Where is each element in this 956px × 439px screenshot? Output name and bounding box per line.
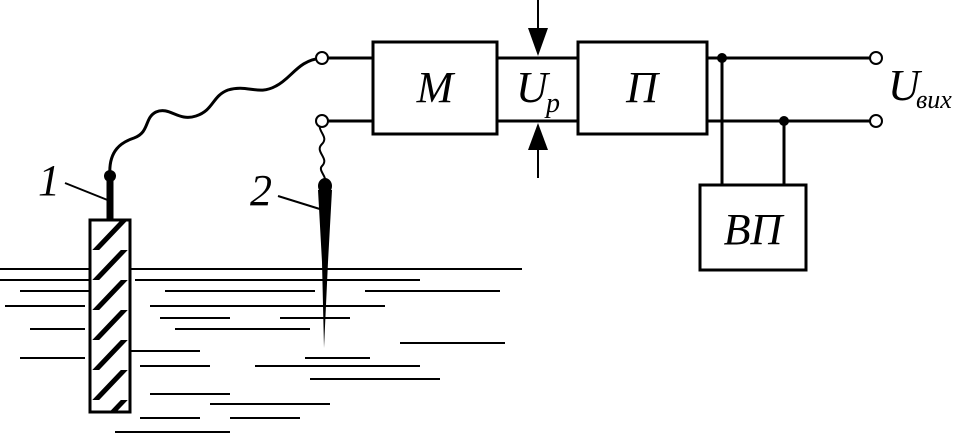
- water-lines: [0, 268, 522, 433]
- leader-line-2: [277, 195, 324, 211]
- wire-electrode-2: [318, 120, 327, 181]
- electrode-2: [318, 178, 332, 348]
- voltage-up-subscript: р: [544, 88, 560, 119]
- input-terminal-bottom: [315, 114, 329, 128]
- voltage-out-label: U: [888, 61, 923, 110]
- wire-electrode-1: [108, 56, 323, 177]
- block-p-label: П: [625, 63, 660, 112]
- voltage-up-label: U: [516, 63, 551, 112]
- up-arrows: [528, 0, 548, 178]
- voltage-out-subscript: вих: [916, 85, 952, 114]
- output-terminal-top: [869, 51, 883, 65]
- junction-dot-bottom: [779, 116, 789, 126]
- electrode-2-label: 2: [250, 166, 272, 215]
- electrode-1-label: 1: [38, 156, 60, 205]
- block-m-label: М: [416, 63, 456, 112]
- leader-line-1: [64, 182, 111, 202]
- electrode-1: [88, 170, 132, 414]
- output-terminal-bottom: [869, 114, 883, 128]
- block-m: [371, 40, 499, 136]
- block-p: [576, 40, 709, 136]
- block-vp: [698, 183, 808, 272]
- input-terminal-top: [315, 51, 329, 65]
- junction-dot-top: [717, 53, 727, 63]
- signal-wires: [328, 56, 870, 185]
- block-vp-label: ВП: [724, 205, 785, 254]
